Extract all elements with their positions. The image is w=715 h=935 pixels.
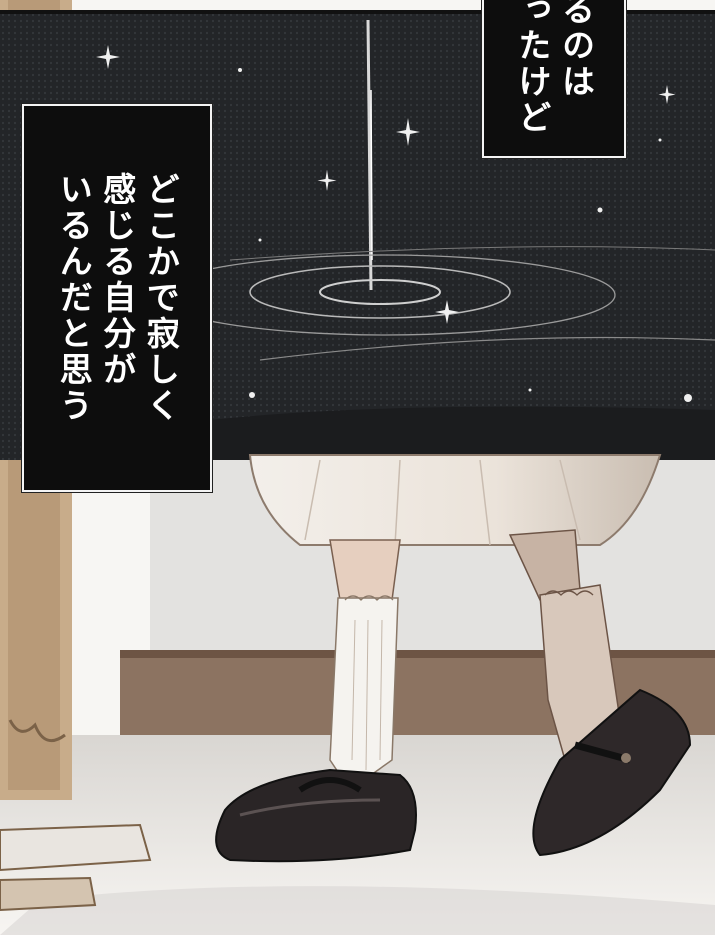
- left-leg: [329, 539, 401, 601]
- caption-text-left: どこかで寂しく 感じる自分が いるんだと思う: [54, 172, 181, 424]
- caption-box-top: るのは ったけど: [482, 0, 626, 158]
- right-shoe: [532, 688, 692, 857]
- left-sock: [329, 597, 399, 792]
- left-shoe: [215, 768, 417, 863]
- ripple: [319, 279, 441, 305]
- skirt: [248, 454, 662, 546]
- caption-box-left: どこかで寂しく 感じる自分が いるんだと思う: [22, 104, 212, 492]
- frame-corner: [0, 823, 152, 872]
- caption-text-top: るのは ったけど: [513, 0, 596, 136]
- falling-drop: [366, 19, 373, 291]
- sparkles: [96, 45, 692, 402]
